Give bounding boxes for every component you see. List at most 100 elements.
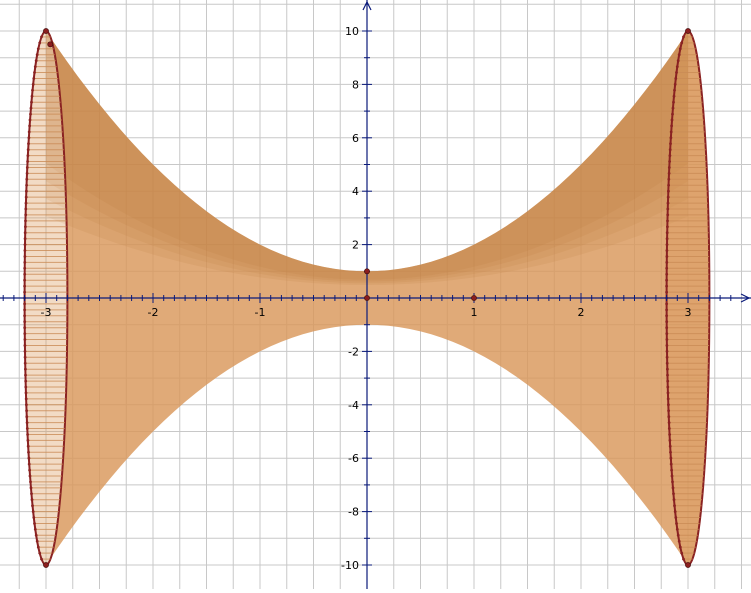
ruling-endpoint: [665, 237, 669, 241]
graph-point[interactable]: [364, 268, 370, 275]
points[interactable]: [43, 28, 691, 568]
ruling-endpoint: [23, 326, 27, 330]
ruling-endpoint: [668, 433, 671, 436]
ruling-endpoint: [678, 545, 682, 549]
ruling-endpoint: [23, 231, 27, 235]
ruling-endpoint: [666, 391, 670, 395]
ruling-endpoint: [665, 320, 669, 324]
ruling-endpoint: [23, 314, 26, 318]
graph-point[interactable]: [685, 562, 691, 568]
ruling-endpoint: [669, 130, 673, 134]
ruling-endpoint: [672, 492, 675, 496]
surface-shade-layer: [46, 31, 688, 284]
ruling-endpoint: [670, 124, 673, 128]
y-tick-label: 6: [352, 132, 359, 145]
graph-point[interactable]: [43, 562, 49, 568]
ruling-endpoint: [666, 219, 669, 223]
ruling-endpoint: [667, 409, 670, 413]
ruling-endpoint: [23, 272, 27, 276]
ruling-endpoint: [665, 272, 669, 276]
ruling-endpoint: [669, 456, 673, 460]
ruling-endpoint: [667, 421, 671, 424]
graph-point[interactable]: [364, 295, 370, 301]
ruling-endpoint: [27, 130, 31, 134]
surface-shade-layer: [46, 31, 688, 282]
ruling-endpoint: [665, 350, 669, 353]
ruling-endpoint: [29, 112, 32, 116]
ruling-endpoint: [24, 225, 27, 229]
ruling-endpoint: [23, 355, 27, 359]
ruling-endpoint: [25, 189, 28, 193]
ruling-endpoint: [23, 302, 26, 306]
ruling-endpoint: [665, 344, 669, 347]
ruling-endpoint: [23, 350, 27, 353]
ruling-endpoint: [25, 421, 29, 424]
ruling-endpoint: [682, 557, 685, 561]
ruling-endpoint: [665, 290, 668, 294]
ruling-endpoint: [665, 243, 669, 247]
ruling-endpoint: [666, 225, 669, 229]
graph-point[interactable]: [471, 295, 477, 301]
x-tick-label: 2: [578, 306, 585, 319]
ruling-endpoint: [678, 47, 682, 51]
ruling-endpoint: [665, 338, 669, 341]
ruling-endpoint: [665, 361, 669, 365]
ruling-endpoint: [33, 71, 36, 74]
surface-shade-layer: [46, 31, 688, 280]
ruling-endpoint: [24, 213, 28, 217]
ruling-endpoint: [23, 255, 27, 258]
ruling-endpoint: [28, 118, 32, 122]
ruling-endpoint: [675, 528, 679, 531]
y-tick-label: 8: [352, 78, 359, 91]
ruling-endpoint: [666, 373, 669, 377]
ruling-endpoint: [31, 510, 35, 513]
ruling-endpoint: [668, 444, 672, 448]
graph-point[interactable]: [47, 41, 54, 48]
graph-point[interactable]: [43, 28, 49, 34]
ruling-endpoint: [26, 160, 29, 163]
y-tick-label: 4: [352, 185, 359, 198]
ruling-endpoint: [672, 94, 676, 98]
ruling-endpoint: [671, 112, 674, 116]
ruling-endpoint: [667, 403, 670, 407]
x-axis-arrow-icon: [740, 293, 750, 303]
ruling-endpoint: [667, 427, 671, 430]
ruling-endpoint: [23, 320, 27, 324]
ruling-endpoint: [23, 237, 27, 241]
ruling-endpoint: [27, 456, 31, 460]
ruling-endpoint: [26, 148, 30, 152]
surface-shade-layer: [46, 31, 688, 285]
ruling-endpoint: [665, 278, 668, 282]
ruling-endpoint: [24, 201, 28, 205]
ruling-endpoint: [30, 492, 33, 496]
ruling-endpoint: [29, 106, 33, 110]
ruling-endpoint: [23, 249, 27, 252]
ruling-endpoint: [26, 444, 30, 448]
graph-point[interactable]: [685, 28, 691, 34]
ruling-endpoint: [23, 278, 26, 282]
ruling-endpoint: [665, 266, 669, 270]
y-tick-label: 10: [345, 25, 359, 38]
ruling-endpoint: [667, 415, 671, 419]
ruling-endpoint: [674, 516, 678, 519]
ruling-endpoint: [27, 136, 31, 140]
ruling-endpoint: [668, 148, 672, 152]
ruling-endpoint: [666, 213, 670, 217]
ruling-endpoint: [665, 314, 668, 318]
y-tick-label: -6: [348, 452, 359, 465]
ruling-endpoint: [665, 332, 669, 335]
ruling-endpoint: [666, 397, 670, 401]
ruling-endpoint: [25, 415, 29, 419]
ruling-endpoint: [25, 183, 28, 187]
ruling-endpoint: [33, 528, 37, 531]
y-tick-label: 2: [352, 239, 359, 252]
ruling-endpoint: [682, 35, 685, 39]
ruling-endpoint: [673, 504, 676, 508]
x-tick-label: 3: [685, 306, 692, 319]
ruling-endpoint: [676, 533, 680, 537]
ruling-endpoint: [666, 379, 670, 383]
